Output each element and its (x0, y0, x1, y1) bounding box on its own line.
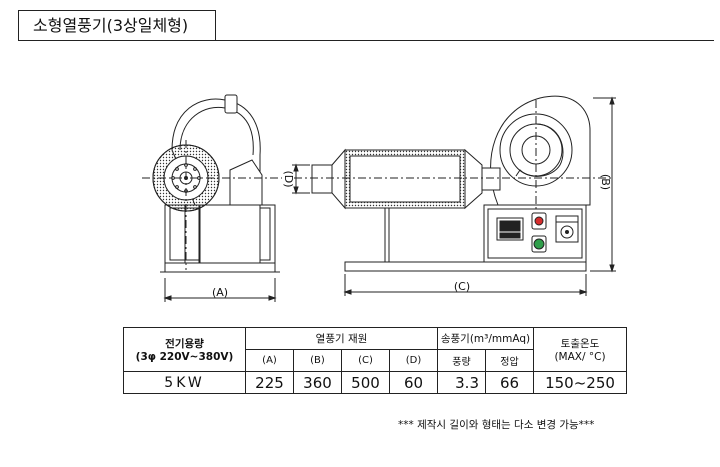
dim-label-b: (B) (599, 174, 612, 190)
col-a: (A) (245, 349, 294, 372)
front-view (292, 95, 616, 296)
header-air: 송풍기(m³/mmAq) (437, 327, 534, 350)
value-b: 360 (293, 371, 342, 394)
spec-table: 전기용량 (3φ 220V~380V) 열풍기 재원 송풍기(m³/mmAq) … (123, 327, 627, 394)
dim-label-a: (A) (212, 286, 228, 299)
col-pressure: 정압 (485, 349, 534, 372)
page-title: 소형열풍기(3상일체형) (18, 10, 216, 40)
footnote: *** 제작시 길이와 형태는 다소 변경 가능*** (398, 419, 595, 431)
dim-label-c: (C) (454, 280, 470, 293)
value-flow: 3.3 (437, 371, 486, 394)
col-c: (C) (341, 349, 390, 372)
dim-label-d: (D) (282, 170, 295, 187)
value-a: 225 (245, 371, 294, 394)
title-underline (18, 40, 714, 41)
value-d: 60 (389, 371, 438, 394)
header-dimensions: 열풍기 재원 (245, 327, 438, 350)
value-c: 500 (341, 371, 390, 394)
side-view (142, 94, 282, 302)
header-temp: 토출온도 (MAX/ °C) (533, 327, 627, 372)
col-d: (D) (389, 349, 438, 372)
value-power: 5KW (123, 371, 246, 394)
header-power: 전기용량 (3φ 220V~380V) (123, 327, 246, 372)
col-b: (B) (293, 349, 342, 372)
col-flow: 풍량 (437, 349, 486, 372)
value-pressure: 66 (485, 371, 534, 394)
value-temp: 150~250 (533, 371, 627, 394)
